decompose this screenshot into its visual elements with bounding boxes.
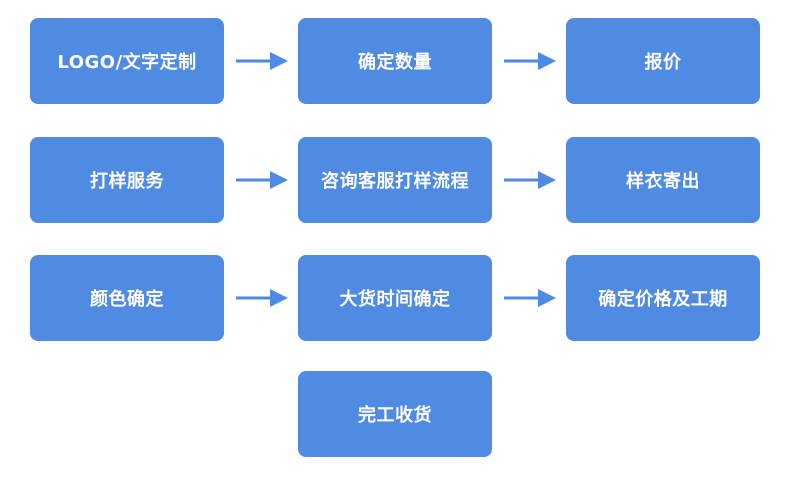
- right-arrow-icon: [236, 51, 288, 71]
- step-bulk-time-confirmation: 大货时间确定: [298, 255, 492, 341]
- right-arrow-icon: [236, 288, 288, 308]
- step-confirm-quantity: 确定数量: [298, 18, 492, 104]
- step-quotation: 报价: [566, 18, 760, 104]
- right-arrow-icon: [504, 288, 556, 308]
- step-logo-text-customization: LOGO/文字定制: [30, 18, 224, 104]
- right-arrow-icon: [504, 170, 556, 190]
- right-arrow-icon: [504, 51, 556, 71]
- step-consult-sample-process: 咨询客服打样流程: [298, 137, 492, 223]
- step-color-confirmation: 颜色确定: [30, 255, 224, 341]
- right-arrow-icon: [236, 170, 288, 190]
- step-confirm-price-and-schedule: 确定价格及工期: [566, 255, 760, 341]
- step-completion-receipt: 完工收货: [298, 371, 492, 457]
- step-sample-service: 打样服务: [30, 137, 224, 223]
- step-sample-shipped: 样衣寄出: [566, 137, 760, 223]
